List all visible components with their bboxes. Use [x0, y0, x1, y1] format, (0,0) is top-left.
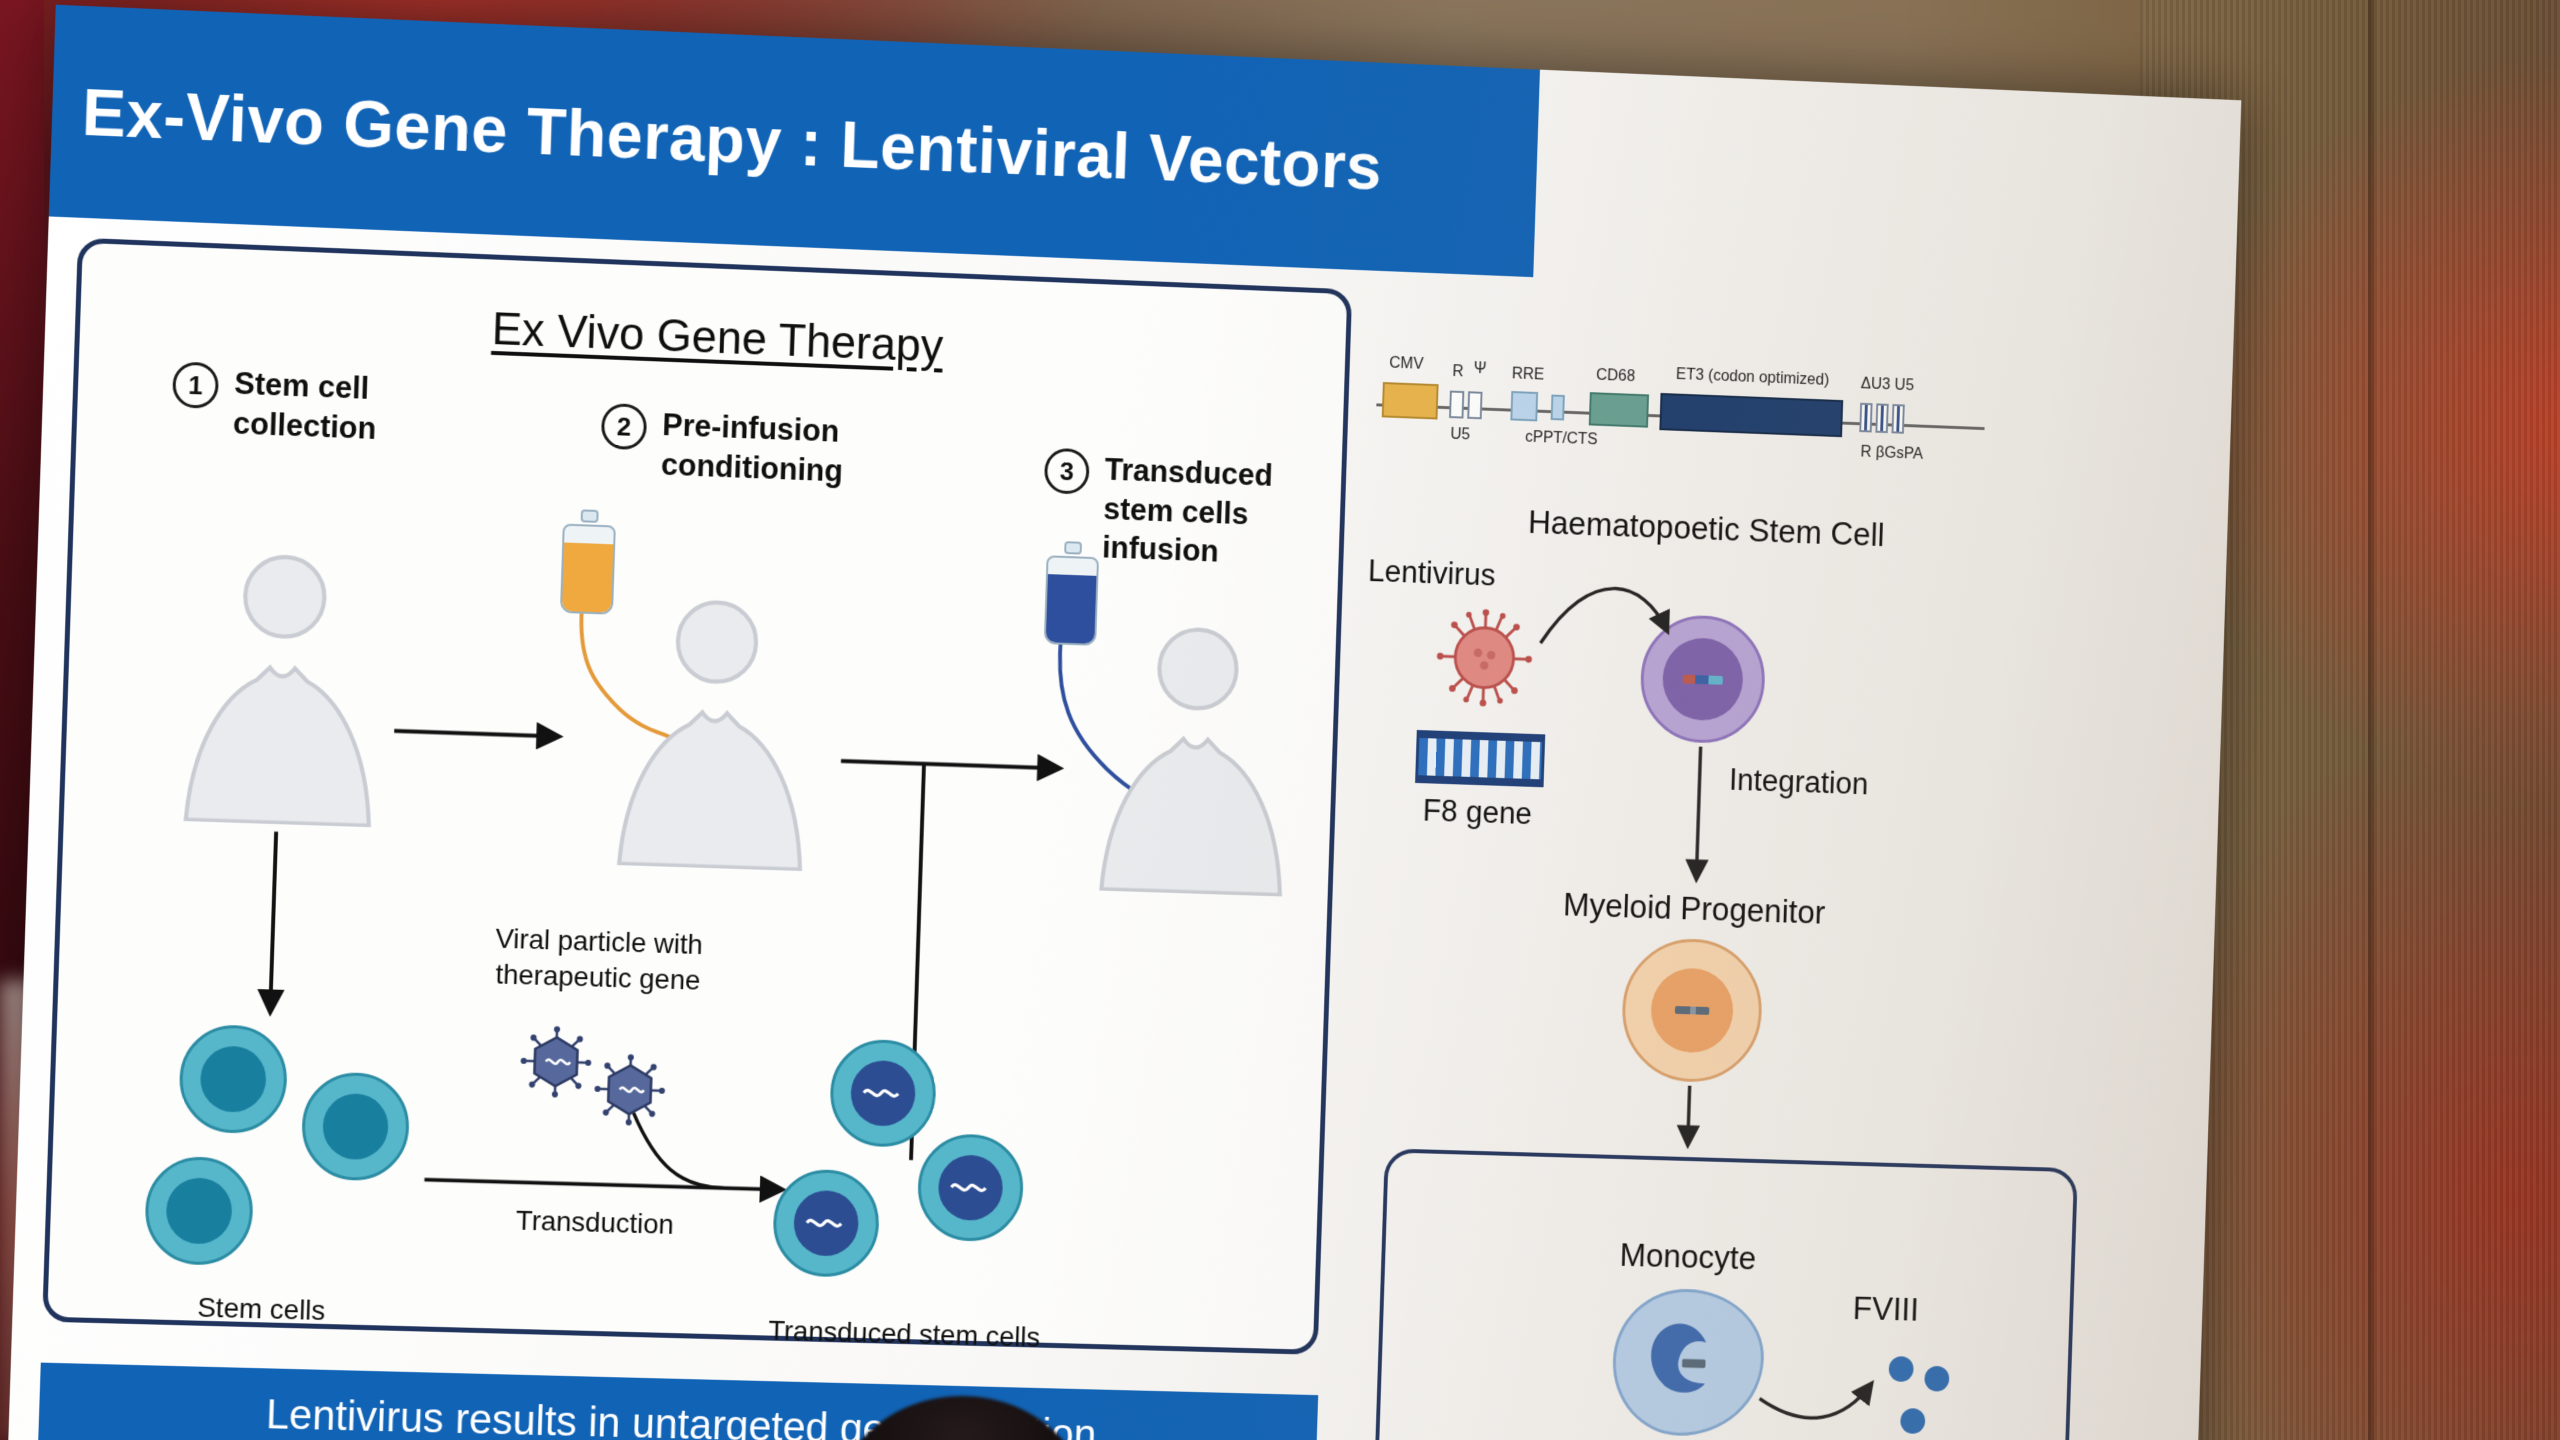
viral-particle-label: Viral particle with therapeutic gene — [435, 919, 761, 1001]
stem-cell — [178, 1024, 289, 1135]
cell-nucleus — [165, 1177, 233, 1245]
construct-box-du3-2 — [1875, 403, 1888, 433]
integrated-gene-bar — [1683, 674, 1723, 684]
construct-box-et3 — [1659, 393, 1843, 437]
haematopoetic-stem-cell — [1639, 613, 1767, 744]
step-3-line2: stem cells infusion — [1102, 489, 1354, 576]
construct-label-du3u5: ΔU3 U5 — [1861, 375, 1915, 395]
transduced-stem-cell — [772, 1168, 881, 1278]
construct-label-psi: Ψ — [1473, 360, 1486, 378]
patient-figure-1 — [173, 541, 390, 827]
step-2-line1: Pre-infusion — [662, 405, 845, 451]
exvivo-panel: Ex Vivo Gene Therapy 1 Stem cell collect… — [42, 238, 1352, 1355]
construct-box-cd68 — [1589, 392, 1649, 428]
lentivirus-label: Lentivirus — [1368, 553, 1496, 593]
integration-label: Integration — [1729, 762, 1869, 802]
virus-icon — [1431, 603, 1538, 713]
iv-liquid-blue — [1046, 574, 1097, 644]
iv-bag-blue — [1042, 540, 1102, 646]
construct-box-r — [1449, 391, 1464, 419]
cell-nucleus-dna — [793, 1190, 860, 1257]
arrow-myeloid-to-monocyte — [1688, 1086, 1690, 1145]
iv-bag-body — [1044, 555, 1099, 646]
construct-box-du3-3 — [1892, 404, 1905, 434]
construct-label-r: R — [1452, 363, 1464, 381]
person-torso-icon — [1089, 614, 1301, 896]
construct-label-cd68: CD68 — [1596, 367, 1636, 386]
step-1-label: Stem cell collection — [232, 364, 378, 449]
vector-construct-diagram: CMV R Ψ U5 RRE cPPT/CTS CD68 ET3 (codon … — [1368, 352, 1991, 493]
iv-bag-cap — [581, 509, 599, 523]
construct-label-cppt: cPPT/CTS — [1525, 429, 1598, 449]
hex-virus-icon — [514, 1020, 597, 1104]
iv-liquid-orange — [562, 543, 613, 613]
stem-cell — [144, 1156, 255, 1267]
construct-label-rbgspa: R βGsPA — [1860, 444, 1923, 464]
construct-label-et3: ET3 (codon optimized) — [1659, 366, 1846, 391]
dna-barcode-icon — [1415, 730, 1545, 787]
myeloid-nucleus — [1650, 967, 1735, 1054]
slide-title: Ex-Vivo Gene Therapy : Lentiviral Vector… — [81, 74, 1383, 204]
transduction-label: Transduction — [466, 1201, 722, 1244]
arrow-hsc-to-myeloid — [1696, 747, 1700, 879]
step-2-label: Pre-infusion conditioning — [660, 405, 844, 490]
iv-bag-orange — [558, 509, 618, 615]
step-3-label: Transduced stem cells infusion — [1102, 450, 1355, 576]
construct-label-u5: U5 — [1450, 426, 1470, 444]
transduced-stem-cell — [916, 1133, 1024, 1243]
construct-box-rre — [1510, 391, 1538, 421]
transduced-cells-label: Transduced stem cells — [728, 1312, 1080, 1357]
construct-box-cppt — [1551, 395, 1565, 421]
cell-nucleus — [322, 1093, 389, 1161]
step-1: 1 Stem cell collection — [171, 361, 441, 450]
step-1-number: 1 — [172, 361, 219, 409]
step-2: 2 Pre-infusion conditioning — [600, 403, 896, 493]
projection-slide: Ex-Vivo Gene Therapy : Lentiviral Vector… — [4, 5, 2241, 1440]
monocyte-label: Monocyte — [1544, 1234, 1831, 1279]
arrow-lentivirus-to-hsc — [1541, 586, 1669, 648]
stem-cells-label: Stem cells — [157, 1289, 366, 1331]
myeloid-progenitor-label: Myeloid Progenitor — [1455, 882, 1933, 935]
step-3-number: 3 — [1044, 448, 1090, 495]
monocyte-nucleus — [1631, 1306, 1739, 1411]
arrow-step2-to-step3 — [841, 761, 1059, 768]
arrow-transduction — [424, 1180, 781, 1190]
construct-box-du3-1 — [1859, 403, 1872, 433]
iv-bag-body — [560, 524, 616, 615]
stem-cell — [300, 1071, 410, 1182]
construct-label-cmv: CMV — [1389, 355, 1424, 374]
myeloid-progenitor-cell — [1620, 937, 1764, 1084]
hex-virus-icon — [588, 1048, 671, 1132]
step-2-line2: conditioning — [660, 445, 843, 491]
arrow-collection-down — [270, 832, 276, 1012]
bottom-banner: Lentivirus results in untargeted gene in… — [36, 1363, 1319, 1440]
haematopoetic-stem-cell-label: Haematopoetic Stem Cell — [1410, 499, 2002, 558]
construct-label-rre: RRE — [1512, 366, 1545, 385]
step-1-line1: Stem cell — [234, 364, 379, 409]
f8-gene-label: F8 gene — [1400, 792, 1555, 832]
curtain-seam — [2368, 0, 2374, 1440]
gene-bar — [1675, 1006, 1710, 1015]
construct-box-cmv — [1382, 382, 1439, 419]
iv-bag-cap — [1064, 541, 1082, 554]
hsc-nucleus — [1661, 637, 1744, 722]
cell-nucleus-dna — [937, 1154, 1003, 1221]
cell-nucleus — [199, 1045, 267, 1113]
patient-figure-3 — [1089, 614, 1301, 896]
construct-box-psi — [1467, 391, 1482, 419]
cell-nucleus-dna — [850, 1060, 916, 1127]
fviii-label: FVIII — [1852, 1290, 1919, 1329]
step-1-line2: collection — [232, 403, 377, 448]
arrow-step1-to-step2 — [394, 731, 558, 737]
person-torso-icon — [607, 587, 822, 871]
step-2-number: 2 — [601, 403, 648, 450]
patient-figure-2 — [607, 587, 822, 871]
transduced-stem-cell — [829, 1038, 938, 1148]
person-torso-icon — [173, 541, 390, 827]
